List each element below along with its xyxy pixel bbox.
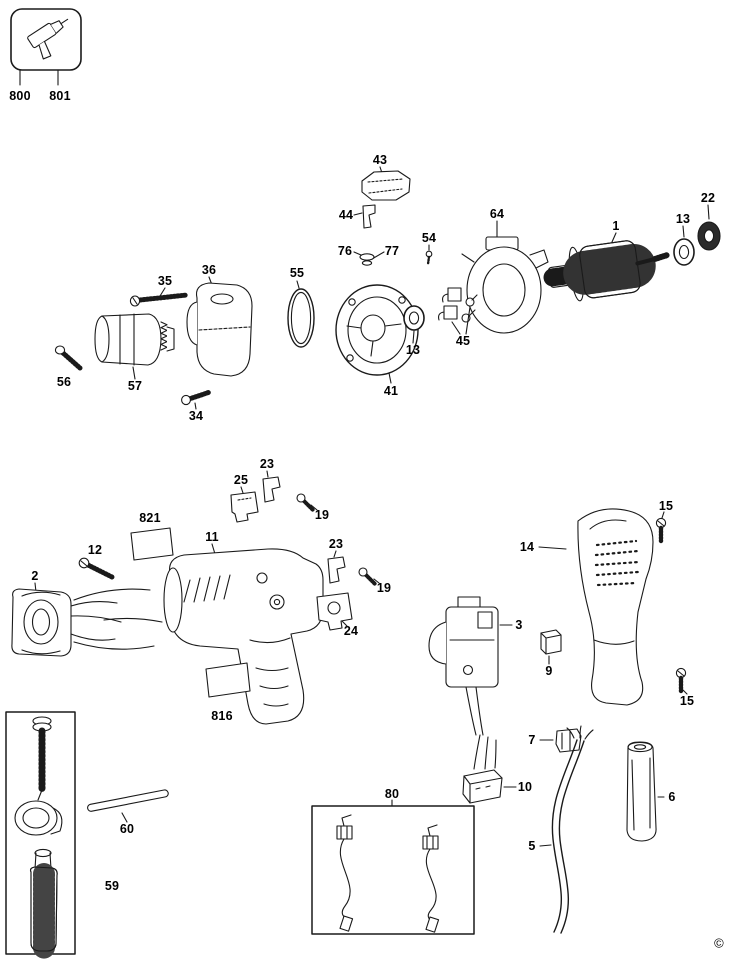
part-label-14: 14 <box>519 540 535 554</box>
part-label-13-a: 13 <box>675 212 691 226</box>
part-43-cap <box>361 166 411 201</box>
part-label-36: 36 <box>201 263 217 277</box>
part-label-77: 77 <box>384 244 400 258</box>
part-label-56: 56 <box>56 375 72 389</box>
part-label-23-a: 23 <box>259 457 275 471</box>
part-55-o-ring <box>287 280 315 348</box>
part-label-25: 25 <box>233 473 249 487</box>
part-label-60: 60 <box>119 822 135 836</box>
part-12-screw <box>78 557 115 580</box>
part-label-11: 11 <box>205 530 219 544</box>
part-label-10: 10 <box>517 780 533 794</box>
part-13b-bearing <box>403 305 425 344</box>
part-13a-bearing <box>673 225 695 266</box>
part-2-field-coil <box>11 582 122 657</box>
part-44-clip <box>353 204 376 229</box>
part-label-5: 5 <box>528 839 536 853</box>
part-57-chuck <box>94 313 175 380</box>
part-19b-screw <box>358 567 380 586</box>
part-label-34: 34 <box>188 409 204 423</box>
part-label-1: 1 <box>612 219 620 233</box>
part-9-block <box>540 629 562 665</box>
part-23a-clip <box>262 470 281 503</box>
copyright-mark: © <box>714 935 724 951</box>
part-label-64: 64 <box>489 207 505 221</box>
part-label-801: 801 <box>49 89 71 103</box>
part-25-brush-holder <box>230 486 259 523</box>
part-6-side-handle-grip <box>626 741 665 842</box>
part-label-13-b: 13 <box>405 343 421 357</box>
part-label-12: 12 <box>87 543 103 557</box>
part-label-3: 3 <box>515 618 523 632</box>
part-56-screw <box>54 345 83 371</box>
part-label-15-b: 15 <box>679 694 695 708</box>
part-22-washer <box>697 204 721 251</box>
part-14-handle-cover <box>538 508 654 706</box>
part-label-6: 6 <box>668 790 676 804</box>
part-label-45: 45 <box>455 334 471 348</box>
part-45-brushes <box>438 287 471 335</box>
part-label-80: 80 <box>384 787 400 801</box>
part-label-55: 55 <box>289 266 305 280</box>
part-816-label-sticker <box>205 662 251 698</box>
part-7-terminal <box>539 728 582 753</box>
part-label-41: 41 <box>383 384 399 398</box>
part-label-19-b: 19 <box>376 581 392 595</box>
part-label-7: 7 <box>528 733 536 747</box>
field-wires <box>73 588 163 650</box>
part-821-label-sticker <box>130 527 174 561</box>
part-11-motor-housing <box>163 543 324 725</box>
part-35-screw <box>129 287 190 307</box>
part-label-59: 59 <box>104 879 120 893</box>
part-1-armature <box>543 232 670 302</box>
part-label-23-b: 23 <box>328 537 344 551</box>
part-label-24: 24 <box>343 624 359 638</box>
part-label-43: 43 <box>372 153 388 167</box>
part-label-35: 35 <box>157 274 173 288</box>
legend-drill-icon <box>10 8 82 86</box>
part-label-76: 76 <box>337 244 353 258</box>
part-label-821: 821 <box>139 511 161 525</box>
part-64-end-bracket <box>461 220 549 334</box>
part-24-brush-holder <box>316 592 353 631</box>
part-15b-screw <box>675 667 688 695</box>
part-34-screw <box>181 389 213 410</box>
switch-wires <box>473 734 497 770</box>
part-label-816: 816 <box>211 709 233 723</box>
part-23b-clip <box>327 550 346 584</box>
part-5-cord <box>539 725 594 934</box>
part-label-44: 44 <box>338 208 354 222</box>
part-60-rod <box>87 789 169 823</box>
part-3-switch <box>428 596 513 736</box>
part-19a-screw <box>296 493 318 512</box>
part-label-800: 800 <box>9 89 31 103</box>
part-label-9: 9 <box>545 664 553 678</box>
part-36-gear-case <box>186 276 253 377</box>
part-label-19-a: 19 <box>314 508 330 522</box>
part-10-connector <box>462 769 517 804</box>
part-label-2: 2 <box>31 569 39 583</box>
part-label-15-a: 15 <box>658 499 674 513</box>
part-54-screw <box>425 244 433 266</box>
part-80-brush-kit <box>311 799 475 935</box>
part-label-54: 54 <box>421 231 437 245</box>
part-41-gearbox <box>335 284 419 384</box>
part-label-57: 57 <box>127 379 143 393</box>
part-label-22: 22 <box>700 191 716 205</box>
part-59-side-handle-assembly <box>5 711 76 959</box>
part-76-washer <box>353 251 385 266</box>
part-15a-screw <box>655 511 667 544</box>
